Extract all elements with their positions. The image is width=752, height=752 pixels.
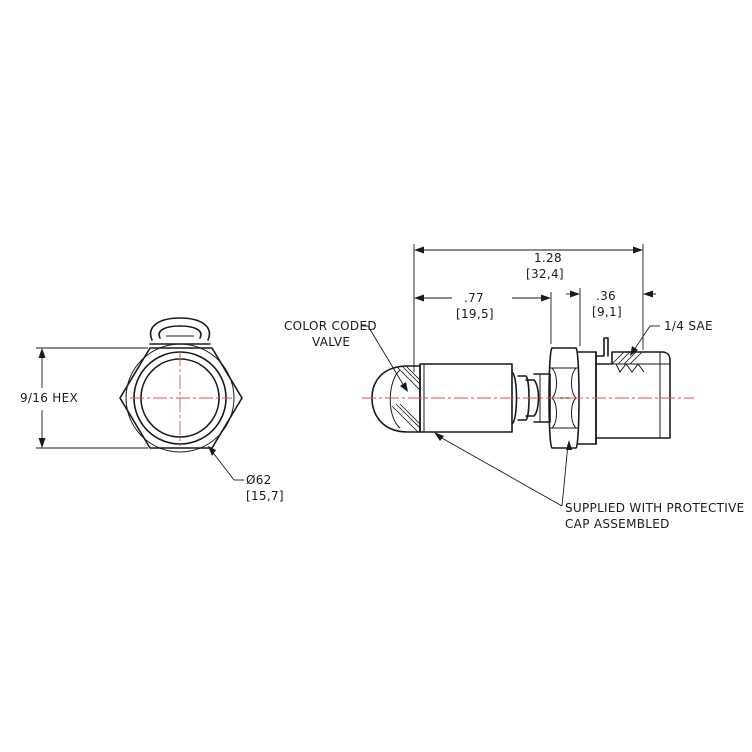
thread-label: 1/4 SAE [664,319,713,333]
diameter-label-mm: [15,7] [246,489,284,503]
body-length-in: .77 [464,291,484,305]
cap-loop [149,317,211,345]
overall-length-in: 1.28 [534,251,562,265]
diameter-label-in: Ø62 [246,473,272,487]
body-length-dimension [414,292,552,344]
valve-label-line1: COLOR CODED [284,319,377,333]
cap-note-line1: SUPPLIED WITH PROTECTIVE [565,501,744,515]
body-length-mm: [19,5] [456,307,494,321]
overall-length-mm: [32,4] [526,267,564,281]
cap-note-leader [434,432,572,507]
valve-label-line2: VALVE [312,335,350,349]
overall-length-dimension [413,244,644,372]
end-view: 9/16 HEX Ø62 [15,7] [20,317,284,503]
hex-dimension [36,347,148,449]
thread-leader [630,325,660,356]
hex-chamfer-circle [125,343,235,453]
diameter-leader [208,446,244,481]
fitting-length-in: .36 [596,289,616,303]
fitting-length-mm: [9,1] [592,305,622,319]
valve-leader [362,325,408,392]
flare-fitting [577,337,671,445]
hex-dimension-label: 9/16 HEX [20,391,78,405]
fitting-length-dimension [566,288,656,346]
cap-note-line2: CAP ASSEMBLED [565,517,670,531]
side-view: 1.28 [32,4] .77 [19,5] .36 [9,1] 1/4 [284,244,744,531]
